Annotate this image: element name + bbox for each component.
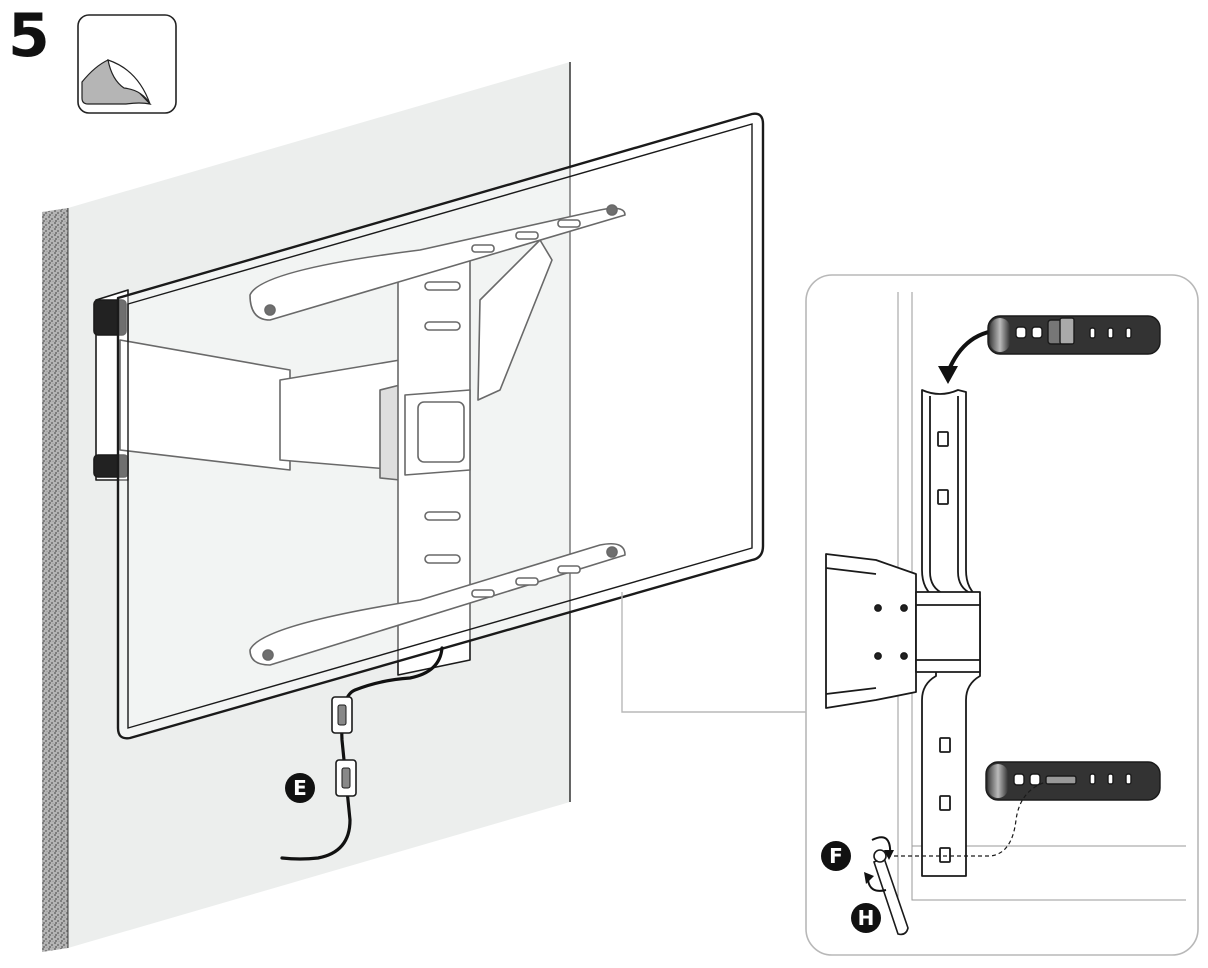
callout-label-h: H [858, 906, 875, 930]
detail-bottom-plate [985, 761, 1161, 801]
callout-badge-f: F [821, 841, 851, 871]
callout-connector [621, 592, 806, 713]
television-icon [116, 112, 765, 740]
callout-label-e: E [293, 776, 307, 800]
hex-wrench-icon [864, 836, 909, 936]
callout-badge-h: H [851, 903, 881, 933]
callout-label-f: F [829, 844, 843, 868]
cable-clip-icon [280, 646, 444, 861]
peel-sticker-icon [77, 14, 177, 114]
detail-vertical-bracket [825, 389, 981, 877]
wall-mount-arm-icon [93, 204, 626, 676]
callout-badge-e: E [285, 773, 315, 803]
detail-top-plate [987, 315, 1161, 355]
step-number: 5 [8, 1, 50, 71]
